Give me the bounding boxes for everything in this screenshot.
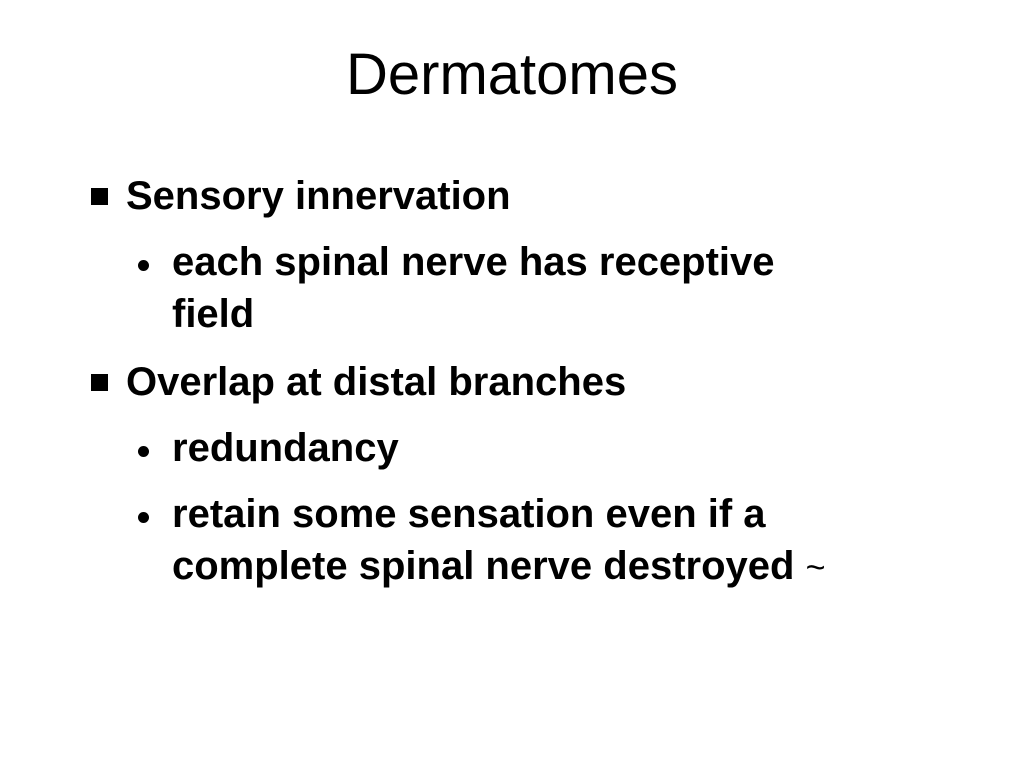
round-bullet-icon <box>138 260 149 271</box>
sub-bullet-line: retain some sensation even if a <box>172 492 766 536</box>
bullet-text: Overlap at distal branches <box>126 360 627 404</box>
sub-bullet-text: retain some sensation even if a complete… <box>172 488 962 594</box>
bullet-text: Sensory innervation <box>126 174 511 218</box>
sub-bullet-line: each spinal nerve has receptive <box>172 240 775 284</box>
sub-bullet-line: redundancy <box>172 426 399 470</box>
sub-bullet-text: redundancy <box>172 422 962 474</box>
sub-bullet-text: each spinal nerve has receptive field <box>172 236 962 340</box>
sub-bullet-line-text: complete spinal nerve destroyed <box>172 544 795 588</box>
tilde-mark: ~ <box>805 549 826 587</box>
sub-bullet-line: complete spinal nerve destroyed ~ <box>172 540 962 594</box>
round-bullet-icon <box>138 446 149 457</box>
sub-bullet-line: field <box>172 292 255 336</box>
slide-title: Dermatomes <box>346 42 678 107</box>
square-bullet-icon <box>91 374 108 391</box>
square-bullet-icon <box>91 188 108 205</box>
round-bullet-icon <box>138 512 149 523</box>
